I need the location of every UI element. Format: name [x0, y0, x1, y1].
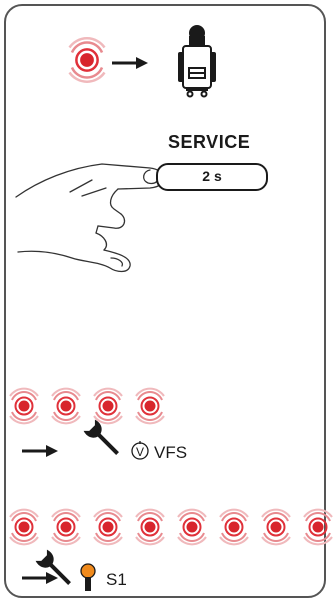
- arrow-right-icon: [22, 572, 58, 584]
- arrow-right-icon: [112, 57, 148, 69]
- blinking-led-icon: [10, 510, 38, 545]
- blinking-led-icon: [10, 389, 38, 424]
- blinking-led-icon: [136, 389, 164, 424]
- blinking-led-icon: [94, 510, 122, 545]
- wrench-icon: [35, 549, 76, 590]
- svg-text:V: V: [136, 445, 144, 459]
- blinking-led-icon: [70, 38, 105, 81]
- blinking-led-icon: [136, 510, 164, 545]
- wrench-icon: [83, 419, 124, 460]
- finger-press-icon: [16, 164, 164, 272]
- blinking-led-icon: [304, 510, 332, 545]
- service-label: SERVICE: [168, 132, 250, 153]
- blinking-led-icon: [52, 389, 80, 424]
- service-button[interactable]: 2 s: [156, 163, 268, 191]
- s1-led-row: [10, 510, 332, 545]
- s1-label: S1: [106, 570, 127, 590]
- blinking-led-icon: [220, 510, 248, 545]
- control-unit-icon: [178, 25, 216, 97]
- blinking-led-icon: [262, 510, 290, 545]
- blinking-led-icon: [94, 389, 122, 424]
- blinking-led-icon: [178, 510, 206, 545]
- arrow-right-icon: [22, 445, 58, 457]
- vfs-led-row: [10, 389, 164, 424]
- blinking-led-icon: [52, 510, 80, 545]
- valve-symbol-icon: V: [132, 441, 148, 459]
- vfs-label: VFS: [154, 443, 187, 463]
- temperature-sensor-icon: [81, 564, 95, 591]
